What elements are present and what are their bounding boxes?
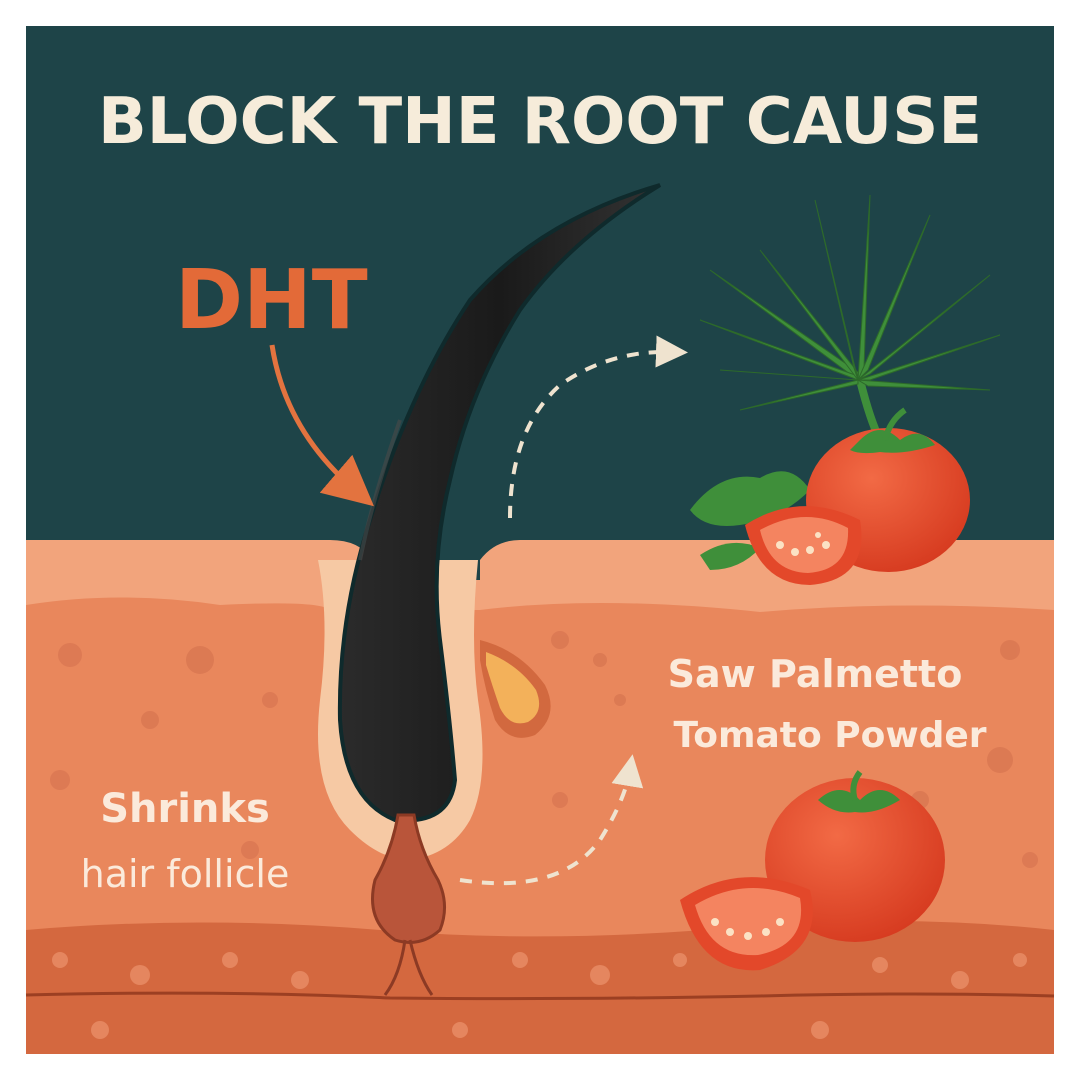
skin-deep-layer <box>26 921 1054 1054</box>
dht-label: DHT <box>175 253 368 348</box>
deep-texture-dots <box>52 952 1027 1039</box>
sebaceous-gland <box>480 640 551 738</box>
dashed-arrow-right <box>459 754 644 886</box>
dermal-papilla <box>371 813 446 996</box>
page-title: BLOCK THE ROOT CAUSE <box>98 85 982 159</box>
dashed-arrow-up <box>508 335 688 519</box>
saw-palmetto-icon <box>699 194 1001 442</box>
skin-nerve-line <box>25 991 1055 1001</box>
tomato-lower <box>680 770 945 971</box>
ingredient-saw-palmetto: Saw Palmetto <box>668 652 963 696</box>
dht-arrow <box>269 344 374 507</box>
tomato-upper <box>690 407 970 585</box>
skin-texture-dots <box>50 631 1038 868</box>
effect-line-2: hair follicle <box>81 852 290 896</box>
ingredient-tomato-powder: Tomato Powder <box>673 715 986 756</box>
effect-line-1: Shrinks <box>100 786 270 832</box>
hair-shaft <box>337 183 662 823</box>
hair-highlight <box>358 419 402 561</box>
